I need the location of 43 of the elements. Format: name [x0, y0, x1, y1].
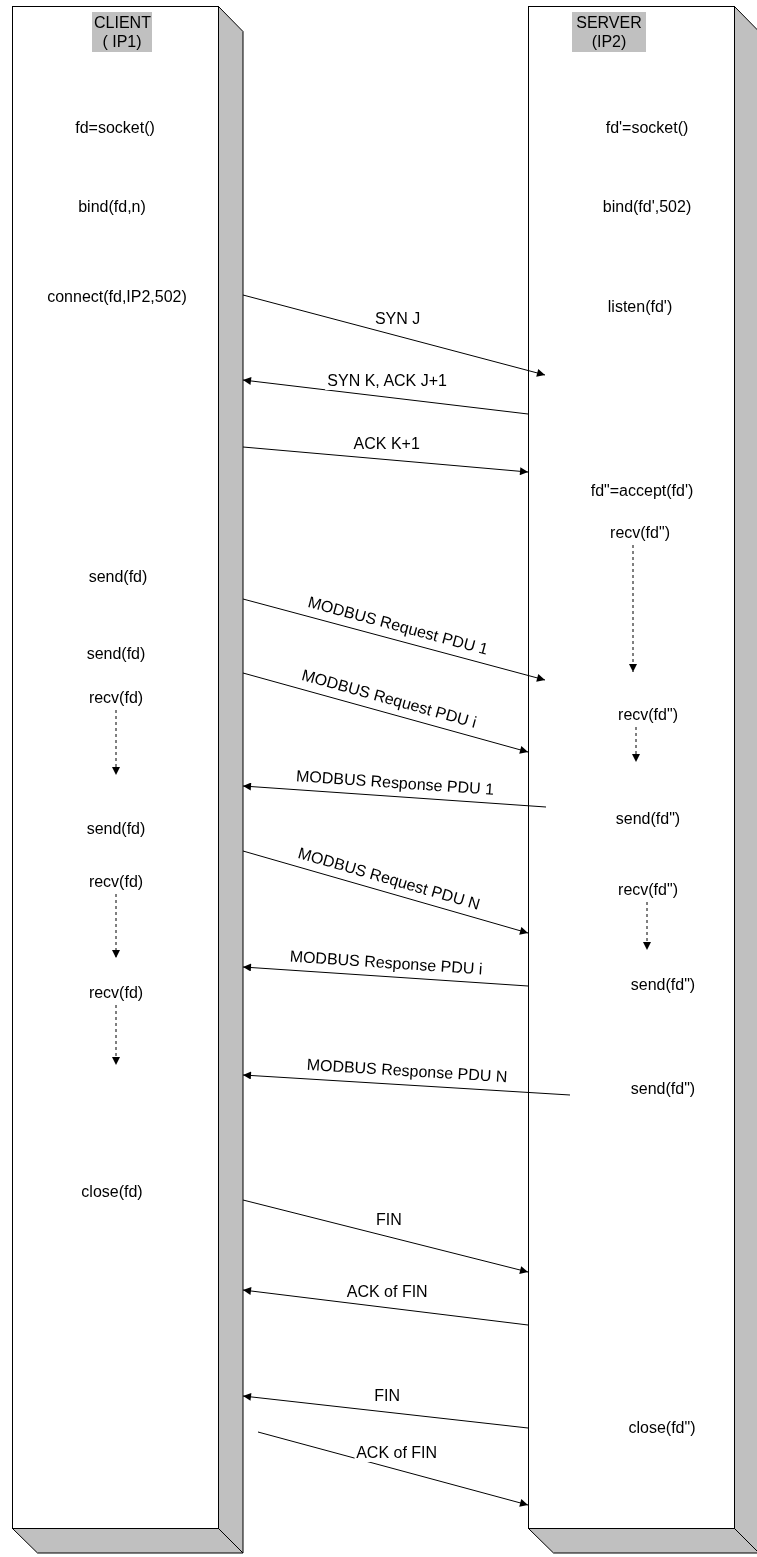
dashed-arrow: [112, 893, 120, 959]
function-call-text: close(fd"): [628, 1419, 696, 1437]
function-call-text: send(fd"): [615, 810, 681, 828]
message-arrow: [242, 598, 546, 682]
function-call-text: send(fd): [86, 645, 146, 663]
dashed-arrow: [632, 726, 640, 763]
function-call-text: recv(fd): [88, 984, 144, 1002]
message-arrow: [242, 1287, 529, 1326]
dashed-arrow: [112, 1004, 120, 1066]
message-arrow: [257, 1431, 529, 1507]
function-call-text: bind(fd,n): [78, 198, 146, 216]
column-header: CLIENT ( IP1): [92, 12, 152, 52]
function-call-text: connect(fd,IP2,502): [47, 288, 187, 306]
message-arrow: [242, 1071, 571, 1096]
message-arrow: [242, 1199, 529, 1274]
function-call-text: send(fd"): [630, 976, 696, 994]
message-arrow: [242, 672, 529, 754]
function-call-text: listen(fd'): [607, 298, 673, 316]
function-call-text: send(fd): [86, 820, 146, 838]
message-arrow: [242, 1392, 529, 1429]
message-arrow: [242, 782, 547, 808]
function-call-text: recv(fd): [88, 689, 144, 707]
message-arrow: [242, 850, 529, 935]
column-header: SERVER (IP2): [572, 12, 646, 52]
dashed-arrow: [629, 544, 637, 673]
function-call-text: recv(fd"): [618, 706, 678, 724]
function-call-text: close(fd): [81, 1183, 143, 1201]
function-call-text: recv(fd"): [618, 881, 678, 899]
message-arrow: [242, 963, 529, 987]
function-call-text: fd"=accept(fd'): [590, 482, 694, 500]
function-call-text: recv(fd"): [610, 524, 670, 542]
message-arrow: [242, 446, 529, 476]
message-label: SYN K, ACK J+1: [325, 372, 449, 390]
function-call-text: recv(fd): [88, 873, 144, 891]
dashed-arrow: [112, 709, 120, 776]
function-call-text: send(fd): [88, 568, 148, 586]
message-arrow: [242, 294, 546, 377]
function-call-text: fd'=socket(): [605, 119, 689, 137]
dashed-arrow: [643, 901, 651, 951]
function-call-text: fd=socket(): [75, 119, 155, 137]
message-arrow: [242, 377, 529, 415]
function-call-text: send(fd"): [630, 1080, 696, 1098]
function-call-text: bind(fd',502): [602, 198, 692, 216]
